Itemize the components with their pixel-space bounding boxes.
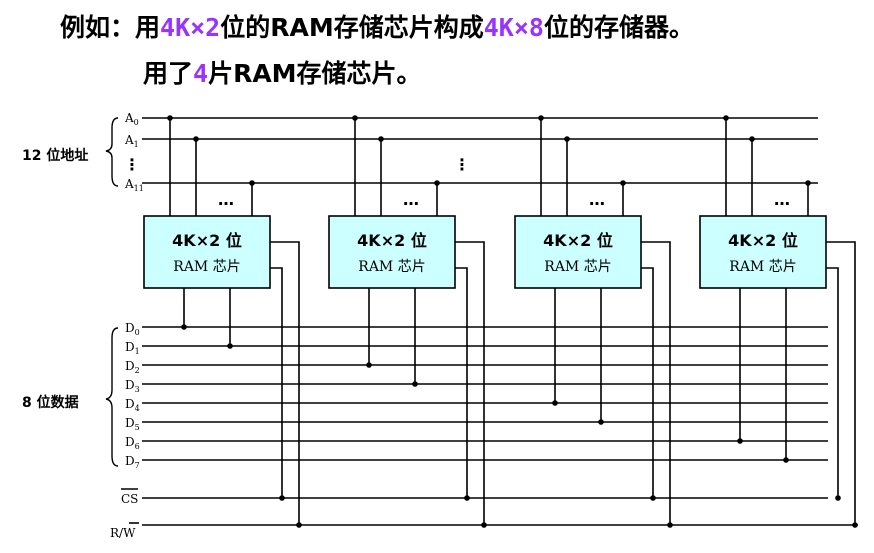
address-label: A1 [124,133,139,149]
address-label: A0 [124,111,139,127]
chip-count: 4 [193,59,209,88]
data-label: D7 [125,454,140,470]
data-label: D6 [125,435,140,451]
chip-title: 4K×2 位 [728,231,798,250]
address-ellipsis: … [403,190,419,209]
heading-capacity-2: 4K×8 [483,13,544,42]
subheading-prefix: 用了 [143,59,194,88]
data-brace [105,327,119,467]
example-heading: 例如：用4K×2位的RAM存储芯片构成4K×8位的存储器。 [60,8,694,44]
heading-suffix: 位的存储器。 [543,13,694,42]
ram-chip-body [514,215,642,289]
data-label: D4 [125,397,140,413]
junction-dot [434,180,440,186]
ram-chip-body [328,215,456,289]
heading-middle: 位的RAM存储芯片构成 [220,13,484,42]
junction-dot [167,115,173,121]
chip-cs-wire [641,267,654,498]
junction-dot [552,400,558,406]
junction-dot [723,115,729,121]
junction-dot [412,381,418,387]
junction-dot [193,136,199,142]
address-vdots-left: ⋮ [124,155,140,174]
address-ellipsis: … [589,190,605,209]
junction-dot [667,522,673,528]
junction-dot [279,495,285,501]
address-ellipsis: … [218,190,234,209]
ram-chip-body [699,215,827,289]
chip-rw-wire [270,241,300,525]
junction-dot [835,495,841,501]
heading-prefix: 例如：用 [60,13,161,42]
junction-dot [249,180,255,186]
chip-title: 4K×2 位 [357,231,427,250]
ram-chip: 4K×2 位 RAM 芯片 [514,215,642,289]
data-label: D3 [125,378,140,394]
chip-cs-wire [826,267,839,498]
subheading-suffix: 片RAM存储芯片。 [208,59,422,88]
junction-dot [366,362,372,368]
junction-dot [805,180,811,186]
junction-dot [296,522,302,528]
cs-label: CS [121,492,138,506]
data-label: D5 [125,416,140,432]
chip-subtitle: RAM 芯片 [358,259,425,275]
junction-dot [352,115,358,121]
address-vdots: ⋮ [454,155,470,174]
data-group-label: 8 位数据 [22,394,79,411]
junction-dot [181,324,187,330]
chip-subtitle: RAM 芯片 [544,259,611,275]
junction-dot [464,495,470,501]
chip-rw-wire [455,241,485,525]
chip-title: 4K×2 位 [543,231,613,250]
junction-dot [378,136,384,142]
junction-dot [737,438,743,444]
junction-dot [598,419,604,425]
chip-cs-wire [270,267,283,498]
junction-dot [852,522,858,528]
chip-rw-wire [641,241,671,525]
chip-cs-wire [455,267,468,498]
junction-dot [783,457,789,463]
address-label: A11 [124,177,144,193]
ram-chip-body [143,215,271,289]
chip-title: 4K×2 位 [172,231,242,250]
junction-dot [227,343,233,349]
chip-rw-wire [826,241,856,525]
address-brace [105,117,119,187]
junction-dot [620,180,626,186]
ram-chip: 4K×2 位 RAM 芯片 [143,215,271,289]
chip-subtitle: RAM 芯片 [173,259,240,275]
ram-chip: 4K×2 位 RAM 芯片 [699,215,827,289]
data-label: D0 [125,321,140,337]
data-label: D2 [125,359,140,375]
ram-chip: 4K×2 位 RAM 芯片 [328,215,456,289]
heading-capacity-1: 4K×2 [160,13,221,42]
address-ellipsis: … [774,190,790,209]
address-group-label: 12 位地址 [22,147,88,164]
rw-label: R/W [110,526,136,540]
example-subheading: 用了4片RAM存储芯片。 [143,54,422,90]
chip-subtitle: RAM 芯片 [729,259,796,275]
junction-dot [650,495,656,501]
data-label: D1 [125,340,140,356]
junction-dot [481,522,487,528]
junction-dot [564,136,570,142]
junction-dot [538,115,544,121]
junction-dot [749,136,755,142]
